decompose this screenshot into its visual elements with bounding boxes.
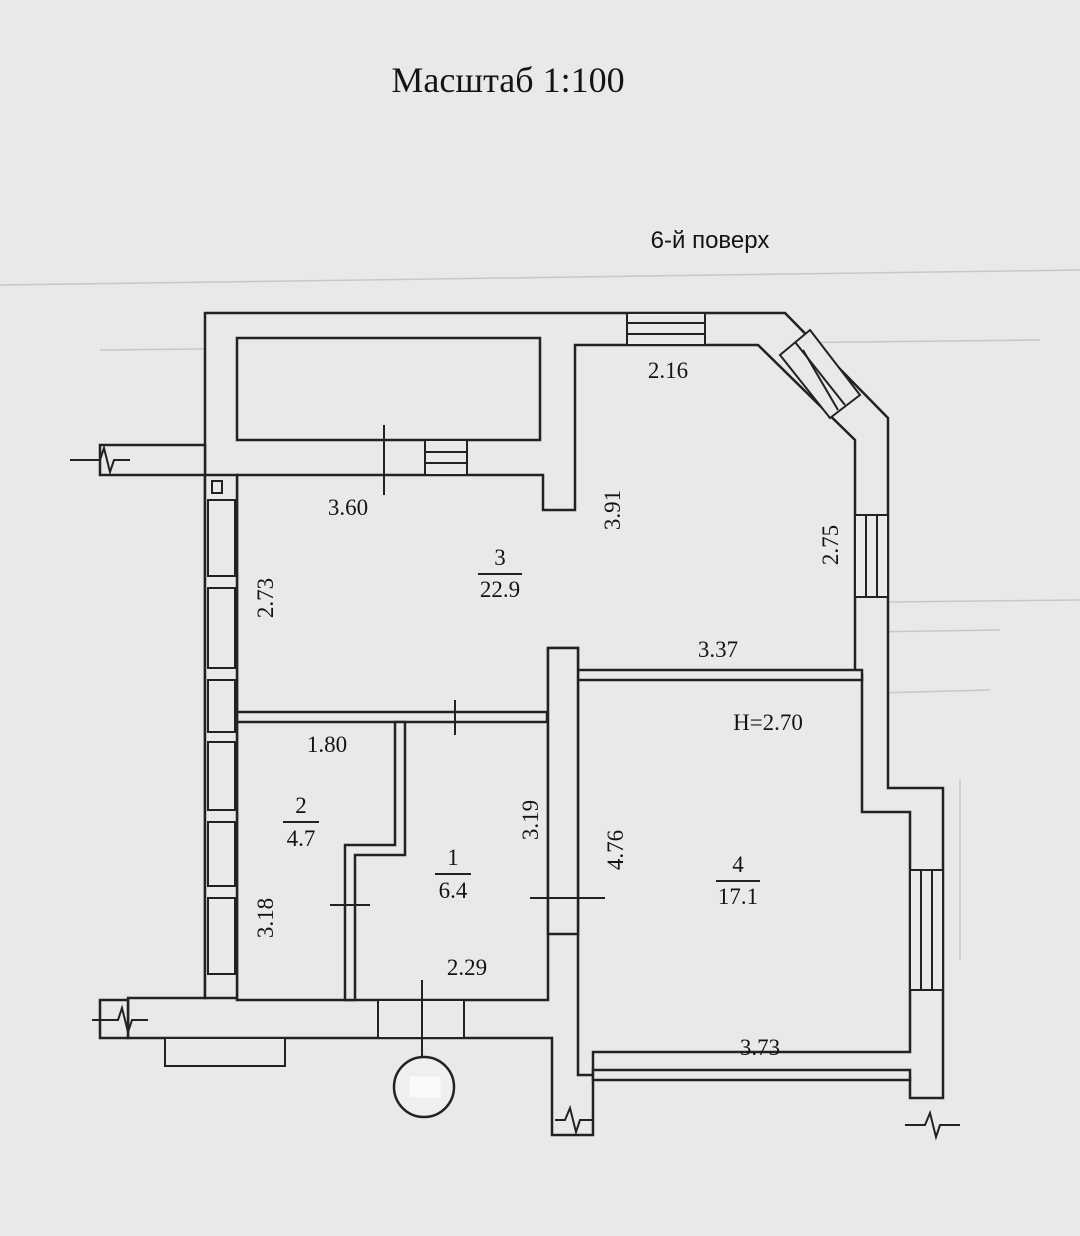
room-number: 4 — [732, 852, 744, 877]
dimension-3-73: 3.73 — [740, 1035, 780, 1060]
room-2: 2 4.7 — [283, 793, 319, 851]
dimension-3-37: 3.37 — [698, 637, 738, 662]
dimension-2-29: 2.29 — [447, 955, 487, 980]
floor-label: 6-й поверх — [651, 227, 770, 254]
scale-title: Масштаб 1:100 — [391, 60, 624, 100]
dimension-2-16: 2.16 — [648, 358, 688, 383]
compass-mark — [392, 1055, 456, 1119]
room-number: 3 — [494, 545, 506, 570]
break-marks — [70, 444, 960, 1141]
room-number: 1 — [447, 845, 459, 870]
walls — [98, 311, 945, 1137]
dimension-3-60: 3.60 — [328, 495, 368, 520]
dimension-3-18: 3.18 — [253, 898, 278, 938]
room-number: 2 — [295, 793, 307, 818]
dimension-1-80: 1.80 — [307, 732, 347, 757]
ceiling-height: H=2.70 — [733, 710, 803, 735]
room-4: 4 17.1 — [716, 852, 760, 909]
room-area: 22.9 — [480, 577, 520, 602]
vent-column — [203, 473, 239, 1000]
dimension-4-76: 4.76 — [603, 830, 628, 870]
room-area: 17.1 — [718, 884, 758, 909]
partitions — [235, 646, 912, 1082]
dimension-2-73: 2.73 — [253, 578, 278, 618]
dimension-2-75: 2.75 — [818, 525, 843, 565]
room-area: 6.4 — [439, 878, 468, 903]
dimension-3-19: 3.19 — [518, 800, 543, 840]
room-area: 4.7 — [287, 826, 316, 851]
windows — [164, 312, 944, 1067]
room-1: 1 6.4 — [435, 845, 471, 903]
room-3: 3 22.9 — [478, 545, 522, 602]
dimension-3-91: 3.91 — [600, 490, 625, 530]
door-marks — [330, 425, 605, 1060]
